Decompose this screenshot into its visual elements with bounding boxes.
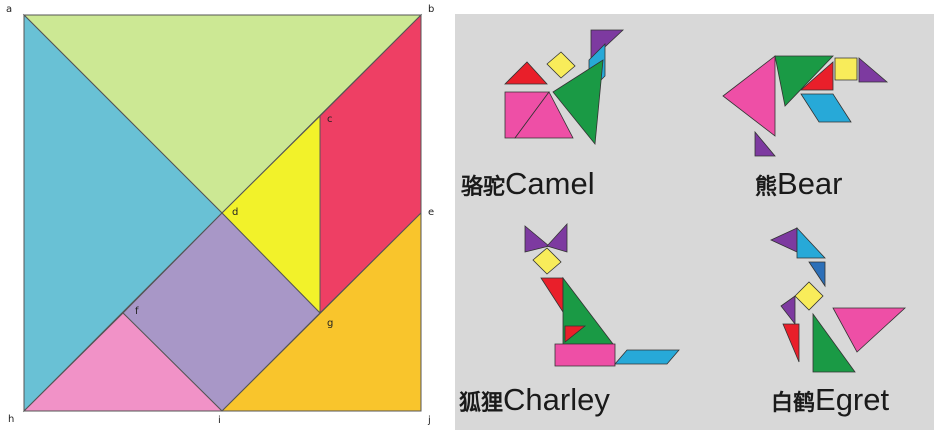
point-label-f: f bbox=[135, 306, 139, 317]
egret-yellow bbox=[795, 282, 823, 310]
point-label-b: b bbox=[428, 4, 434, 15]
caption-camel-en: Camel bbox=[505, 166, 595, 201]
caption-bear-cn: 熊 bbox=[755, 174, 777, 200]
fox-purple bbox=[525, 226, 549, 252]
camel-figure bbox=[505, 30, 623, 144]
point-label-a: a bbox=[6, 4, 12, 15]
fox-magenta bbox=[555, 344, 615, 366]
point-label-d: d bbox=[232, 207, 238, 218]
tangram-square-diagram: a b c d e f g h i j bbox=[0, 0, 450, 430]
egret-purple-2 bbox=[781, 296, 795, 324]
caption-charley-cn: 狐狸 bbox=[459, 390, 503, 416]
point-label-c: c bbox=[327, 114, 333, 125]
caption-egret-cn: 白鹤 bbox=[771, 390, 815, 416]
fox-cyan bbox=[615, 350, 679, 364]
camel-red bbox=[505, 62, 547, 84]
egret-purple bbox=[771, 228, 797, 252]
fox-purple-2 bbox=[547, 224, 567, 252]
tangram-figures-panel: 骆驼Camel 熊Bear 狐狸Charley 白鹤Egret bbox=[455, 14, 934, 430]
fox-yellow bbox=[533, 248, 561, 274]
camel-yellow bbox=[547, 52, 575, 78]
point-label-i: i bbox=[218, 415, 221, 426]
caption-bear: 熊Bear bbox=[755, 166, 843, 202]
caption-camel: 骆驼Camel bbox=[461, 166, 595, 202]
caption-egret: 白鹤Egret bbox=[771, 382, 889, 418]
point-label-g: g bbox=[327, 318, 333, 329]
point-label-j: j bbox=[428, 415, 431, 426]
caption-charley: 狐狸Charley bbox=[459, 382, 610, 418]
bear-cyan bbox=[801, 94, 851, 122]
caption-charley-en: Charley bbox=[503, 382, 610, 417]
point-label-e: e bbox=[428, 207, 434, 218]
bear-purple bbox=[859, 58, 887, 82]
caption-bear-en: Bear bbox=[777, 166, 842, 201]
bear-figure bbox=[723, 56, 887, 156]
caption-egret-en: Egret bbox=[815, 382, 889, 417]
egret-red bbox=[783, 324, 799, 362]
tangram-svg bbox=[0, 0, 450, 430]
egret-magenta bbox=[833, 308, 905, 352]
egret-cyan bbox=[797, 228, 825, 258]
bear-yellow bbox=[835, 58, 857, 80]
point-label-h: h bbox=[8, 414, 14, 425]
figures-svg bbox=[455, 14, 934, 430]
fox-figure bbox=[525, 224, 679, 366]
bear-magenta bbox=[723, 56, 775, 136]
bear-purple-foot bbox=[755, 132, 775, 156]
fox-red bbox=[541, 278, 563, 312]
egret-figure bbox=[771, 228, 905, 372]
caption-camel-cn: 骆驼 bbox=[461, 174, 505, 200]
egret-blue bbox=[809, 262, 825, 286]
